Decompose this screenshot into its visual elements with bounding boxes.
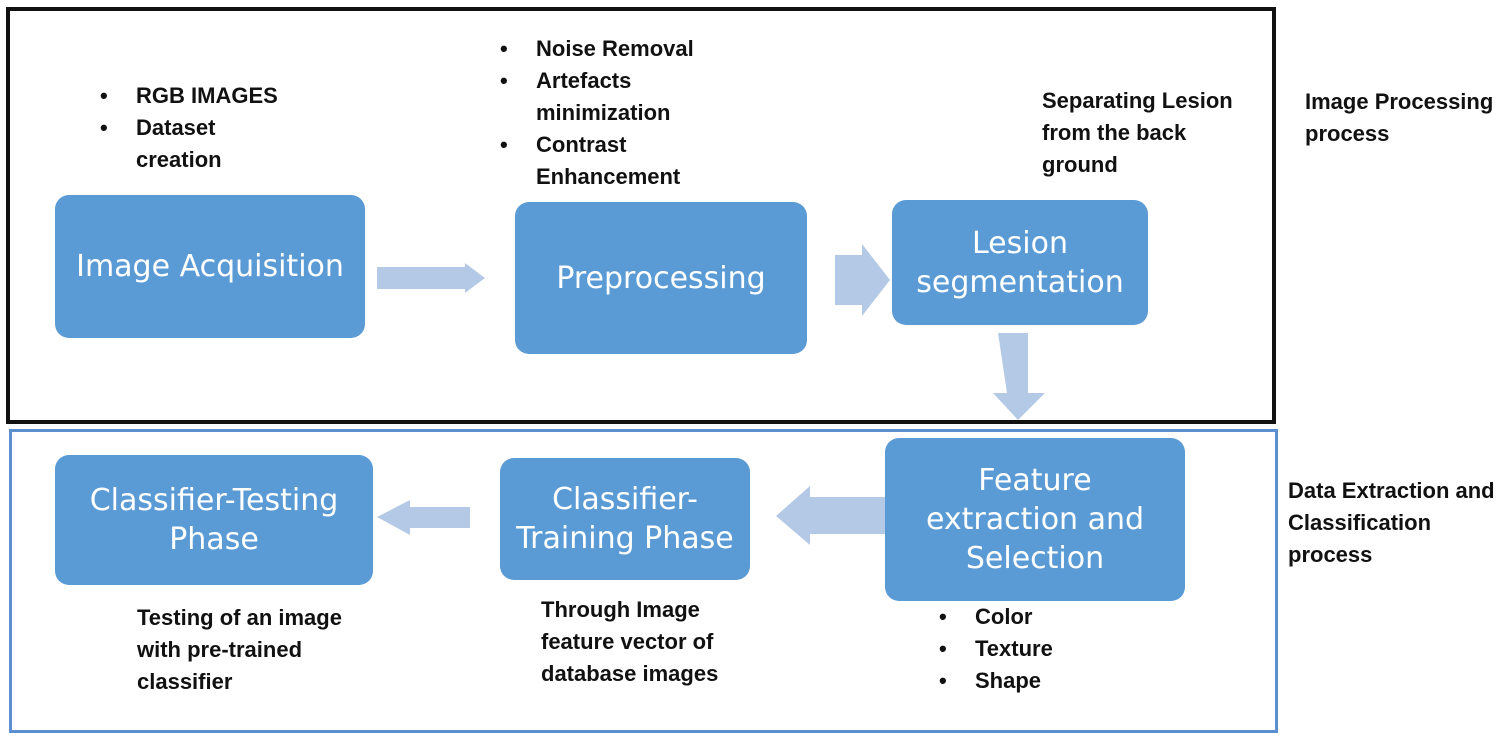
data-extraction-frame: [9, 429, 1278, 733]
lesion-segmentation-box: Lesion segmentation: [892, 200, 1148, 325]
image-acquisition-label: Image Acquisition: [76, 249, 344, 284]
testing-note: Testing of an image with pre-trained cla…: [137, 605, 342, 694]
acquisition-notes: RGB IMAGES Dataset creation: [96, 80, 278, 176]
preprocessing-note-item: Artefacts minimization: [496, 65, 694, 129]
acquisition-note-item: RGB IMAGES: [96, 80, 278, 112]
preprocessing-note-item: Noise Removal: [496, 33, 694, 65]
preprocessing-label: Preprocessing: [556, 260, 766, 296]
feature-notes: Color Texture Shape: [935, 601, 1053, 697]
classifier-testing-box: Classifier-Testing Phase: [55, 455, 373, 585]
classifier-training-box: Classifier- Training Phase: [500, 458, 750, 580]
feature-note-item: Color: [935, 601, 1053, 633]
feature-extraction-label: Feature extraction and Selection: [925, 463, 1145, 576]
segmentation-note: Separating Lesion from the back ground: [1042, 88, 1233, 177]
feature-extraction-box: Feature extraction and Selection: [885, 438, 1185, 601]
arrow-acquisition-to-preprocessing: [377, 263, 485, 293]
data-extraction-section-label: Data Extraction and Classification proce…: [1288, 478, 1495, 567]
feature-note-item: Texture: [935, 633, 1053, 665]
image-processing-section-label: Image Processing process: [1305, 89, 1494, 146]
lesion-segmentation-label: Lesion segmentation: [916, 225, 1124, 300]
feature-note-item: Shape: [935, 665, 1053, 697]
arrow-segmentation-to-feature: [993, 333, 1045, 420]
arrow-feature-to-training: [776, 486, 886, 545]
acquisition-note-item: Dataset creation: [96, 112, 278, 176]
arrow-training-to-testing: [377, 500, 470, 535]
preprocessing-notes: Noise Removal Artefacts minimization Con…: [496, 33, 694, 193]
arrow-preprocessing-to-segmentation: [835, 244, 890, 316]
preprocessing-box: Preprocessing: [515, 202, 807, 354]
image-processing-frame: [6, 7, 1276, 424]
classifier-training-label: Classifier- Training Phase: [516, 482, 734, 556]
preprocessing-note-item: Contrast Enhancement: [496, 129, 694, 193]
classifier-testing-label: Classifier-Testing Phase: [89, 483, 339, 557]
image-acquisition-box: Image Acquisition: [55, 195, 365, 338]
training-note: Through Image feature vector of database…: [541, 597, 719, 686]
